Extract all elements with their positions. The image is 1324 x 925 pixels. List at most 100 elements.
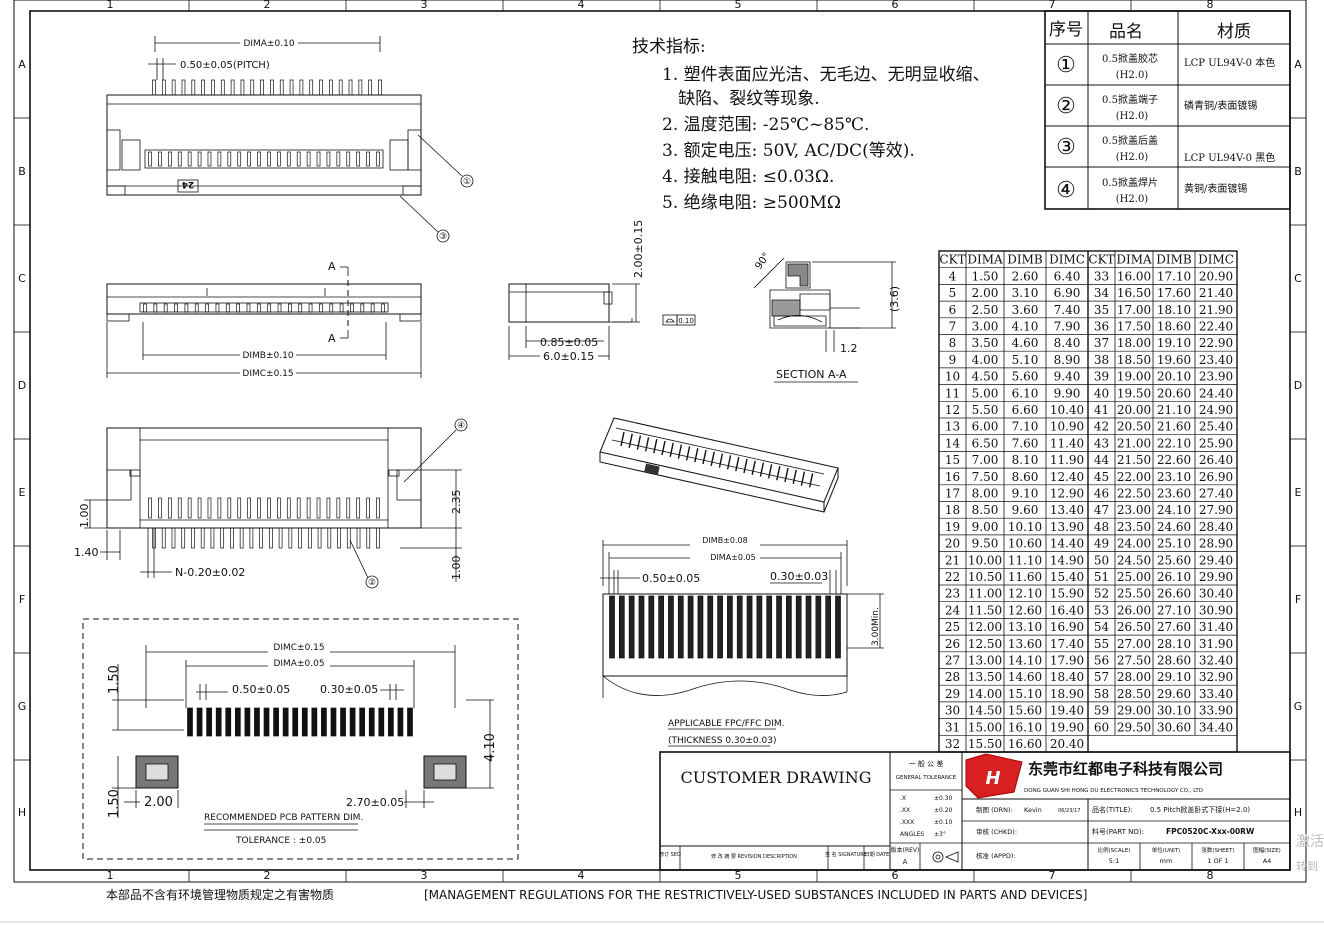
pin bbox=[366, 497, 370, 519]
ckt-cell: 54 bbox=[1094, 620, 1110, 634]
pin bbox=[727, 595, 733, 659]
pin bbox=[217, 497, 222, 519]
ckt-cell: 24.10 bbox=[1157, 503, 1191, 517]
ckt-cell: 30.40 bbox=[1199, 587, 1233, 601]
dim-top-dima: DIMA±0.10 bbox=[243, 39, 294, 49]
fpc-030: 0.30±0.03 bbox=[770, 570, 828, 583]
pin bbox=[370, 303, 375, 313]
section-label-a-top: A bbox=[328, 260, 336, 273]
pin bbox=[338, 79, 343, 96]
size-value: A4 bbox=[1263, 857, 1272, 865]
pin bbox=[267, 497, 271, 519]
bom-1-mat: LCP UL94V-0 本色 bbox=[1184, 56, 1275, 69]
ckt-cell: 3.00 bbox=[972, 320, 999, 334]
pin bbox=[359, 707, 366, 737]
dim-side-60: 6.0±0.15 bbox=[543, 350, 594, 363]
pin bbox=[167, 497, 172, 519]
ckt-cell: 7 bbox=[949, 320, 957, 334]
dim-side-height: 2.00±0.15 bbox=[632, 220, 645, 278]
pin bbox=[177, 151, 182, 167]
company-cn: 东莞市红都电子科技有限公司 bbox=[1028, 760, 1223, 778]
zone-rows: A B C D E F G H A B C D E F G H bbox=[14, 58, 1306, 819]
pin bbox=[167, 151, 172, 167]
top-inner-pins bbox=[148, 151, 380, 167]
svg-text:C: C bbox=[18, 272, 26, 285]
iso-pin bbox=[767, 464, 773, 479]
ckt-cell: 27.40 bbox=[1199, 487, 1233, 501]
ckt-cell: 17.10 bbox=[1157, 269, 1191, 283]
unit-label: 单位(UNIT) bbox=[1152, 846, 1180, 854]
pin bbox=[236, 303, 240, 313]
dim-btm-n: N-0.20±0.02 bbox=[175, 566, 245, 579]
iso-pin bbox=[759, 462, 765, 477]
ckt-cell: 2.50 bbox=[972, 303, 999, 317]
ckt-cell: 15.90 bbox=[1050, 587, 1084, 601]
svg-text:4: 4 bbox=[578, 0, 585, 11]
pin bbox=[211, 79, 215, 96]
ckt-cell: 21.60 bbox=[1157, 420, 1191, 434]
front-view: A A DIMB±0.10 DIMC±0.15 bbox=[106, 260, 422, 379]
pin bbox=[815, 595, 822, 659]
ckt-cell: 19.10 bbox=[1157, 336, 1191, 350]
pin bbox=[230, 527, 234, 549]
ckt-cell: 25.50 bbox=[1117, 587, 1151, 601]
pin bbox=[321, 707, 327, 737]
pin bbox=[381, 303, 385, 313]
tech-line-1: 1. 塑件表面应光洁、无毛边、无明显收缩、 bbox=[662, 65, 990, 85]
company-en: DONG GUAN SHI HONG DU ELECTRONICS TECHNO… bbox=[1024, 788, 1203, 794]
ckt-cell: 5.10 bbox=[1012, 353, 1039, 367]
ckt-cell: 18.40 bbox=[1050, 670, 1084, 684]
svg-text:4: 4 bbox=[578, 869, 585, 882]
pin bbox=[825, 595, 832, 659]
top-view: DIMA±0.10 0.50±0.05(PITCH) 24 ① ③ bbox=[106, 36, 474, 243]
ckt-cell: 19.00 bbox=[1117, 370, 1151, 384]
pin bbox=[277, 497, 281, 519]
bom-hdr-name: 品名 bbox=[1109, 22, 1143, 42]
pin bbox=[201, 79, 205, 96]
pin bbox=[618, 595, 625, 659]
pin bbox=[260, 79, 264, 96]
ckt-cell: 8 bbox=[949, 336, 957, 350]
ckt-cell: 15 bbox=[945, 453, 960, 467]
pin bbox=[257, 497, 261, 519]
ckt-cell: 19 bbox=[945, 520, 960, 534]
rev-col-desc: 修 改 摘 要 REVISION DESCRIPTION bbox=[711, 853, 797, 860]
ckt-cell: 12 bbox=[945, 403, 960, 417]
pin bbox=[317, 527, 322, 549]
ckt-cell: 33.40 bbox=[1199, 687, 1233, 701]
pin bbox=[307, 527, 312, 549]
ckt-header: CKT bbox=[939, 253, 965, 267]
pcb-200: 2.00 bbox=[144, 795, 173, 810]
ckt-cell: 25.60 bbox=[1157, 553, 1191, 567]
ckt-cell: 44 bbox=[1094, 453, 1110, 467]
ckt-cell: 52 bbox=[1094, 587, 1109, 601]
pin bbox=[278, 527, 283, 549]
ckt-cell: 27.90 bbox=[1199, 503, 1233, 517]
fpc-note1: APPLICABLE FPC/FFC DIM. bbox=[668, 719, 785, 729]
ckt-cell: 9.40 bbox=[1054, 370, 1081, 384]
ckt-cell: 28.10 bbox=[1157, 637, 1191, 651]
iso-pin bbox=[808, 473, 814, 488]
pin bbox=[250, 79, 255, 96]
svg-text:1: 1 bbox=[107, 0, 114, 11]
ckt-cell: 16 bbox=[945, 470, 960, 484]
dim-btm-140: 1.40 bbox=[74, 546, 99, 559]
pin bbox=[254, 707, 260, 737]
pin bbox=[736, 595, 743, 659]
scale-label: 比例(SCALE) bbox=[1098, 846, 1131, 854]
ckt-cell: 7.10 bbox=[1012, 420, 1039, 434]
ckt-cell: 15.60 bbox=[1008, 704, 1042, 718]
pin bbox=[628, 595, 635, 659]
pin bbox=[638, 595, 645, 659]
ckt-cell: 21.40 bbox=[1199, 286, 1233, 300]
ckt-cell: 36 bbox=[1094, 320, 1109, 334]
ckt-cell: 12.50 bbox=[968, 637, 1002, 651]
pin bbox=[346, 497, 351, 519]
ckt-cell: 18.90 bbox=[1050, 687, 1084, 701]
pin bbox=[161, 79, 166, 96]
customer-drawing: CUSTOMER DRAWING bbox=[681, 768, 872, 787]
callout-4: ④ bbox=[457, 421, 465, 431]
ckt-cell: 10.00 bbox=[968, 553, 1002, 567]
pin bbox=[270, 79, 274, 96]
tech-line-5: 4. 接触电阻: ≤0.03Ω. bbox=[662, 167, 834, 187]
